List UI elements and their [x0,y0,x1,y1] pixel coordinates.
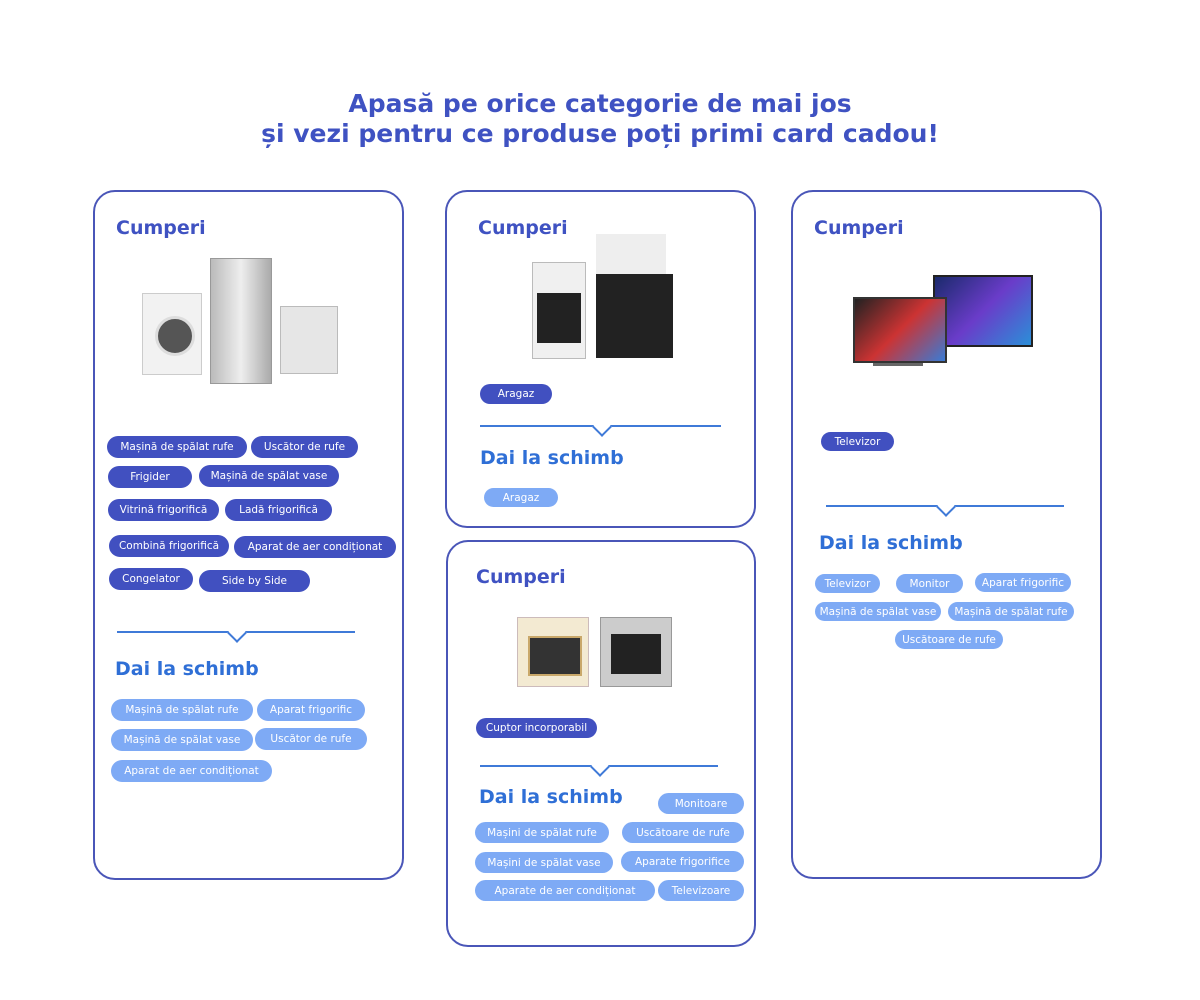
large-appliances-image [140,258,340,384]
buy-heading: Cumperi [814,217,904,239]
buy-pill[interactable]: Uscător de rufe [251,436,358,458]
trade-pill[interactable]: Aparate de aer condiționat [475,880,655,901]
buy-pill[interactable]: Congelator [109,568,193,590]
buy-pill[interactable]: Cuptor incorporabil [476,718,597,738]
stoves-image [530,234,675,359]
trade-pill[interactable]: Mașină de spălat vase [815,602,941,621]
page-title-line1: Apasă pe orice categorie de mai jos [348,89,852,118]
trade-pill[interactable]: Aparat frigorific [257,699,365,721]
trade-pill[interactable]: Mașini de spălat rufe [475,822,609,843]
buy-pill[interactable]: Combină frigorifică [109,535,229,557]
buy-pill[interactable]: Ladă frigorifică [225,499,332,521]
ovens-image [517,617,672,687]
trade-pill[interactable]: Monitor [896,574,963,593]
buy-pill[interactable]: Mașină de spălat rufe [107,436,247,458]
buy-pill[interactable]: Televizor [821,432,894,451]
trade-pill[interactable]: Televizoare [658,880,744,901]
trade-heading: Dai la schimb [115,658,259,680]
buy-heading: Cumperi [116,217,206,239]
trade-pill[interactable]: Mașină de spălat rufe [948,602,1074,621]
buy-pill[interactable]: Side by Side [199,570,310,592]
trade-pill[interactable]: Monitoare [658,793,744,814]
trade-pill[interactable]: Aragaz [484,488,558,507]
buy-pill[interactable]: Vitrină frigorifică [108,499,219,521]
buy-pill[interactable]: Aragaz [480,384,552,404]
buy-pill[interactable]: Mașină de spălat vase [199,465,339,487]
trade-pill[interactable]: Aparat de aer condiționat [111,760,272,782]
trade-pill[interactable]: Uscător de rufe [255,728,367,750]
trade-pill[interactable]: Aparate frigorifice [621,851,744,872]
page-title-line2: și vezi pentru ce produse poți primi car… [261,119,939,148]
trade-heading: Dai la schimb [819,532,963,554]
trade-pill[interactable]: Uscătoare de rufe [895,630,1003,649]
card-ovens[interactable] [446,540,756,947]
trade-pill[interactable]: Mașină de spălat rufe [111,699,253,721]
trade-pill[interactable]: Mașini de spălat vase [475,852,613,873]
trade-pill[interactable]: Aparat frigorific [975,573,1071,592]
buy-heading: Cumperi [476,566,566,588]
trade-pill[interactable]: Mașină de spălat vase [111,729,253,751]
trade-pill[interactable]: Televizor [815,574,880,593]
buy-pill[interactable]: Frigider [108,466,192,488]
trade-heading: Dai la schimb [479,786,623,808]
buy-pill[interactable]: Aparat de aer condiționat [234,536,396,558]
trade-heading: Dai la schimb [480,447,624,469]
tvs-image [853,275,1033,371]
buy-heading: Cumperi [478,217,568,239]
trade-pill[interactable]: Uscătoare de rufe [622,822,744,843]
